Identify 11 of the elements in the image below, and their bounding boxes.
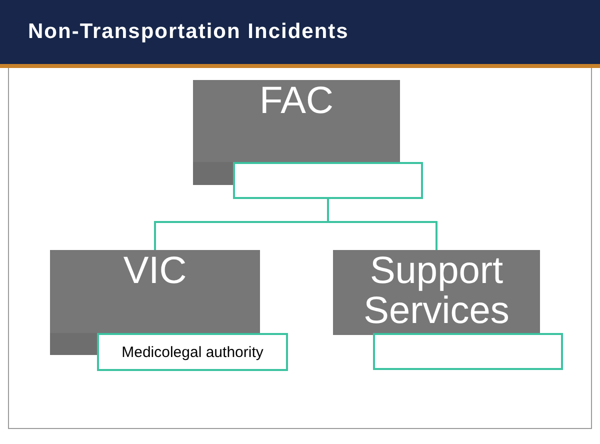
empty-role-box: [373, 333, 563, 370]
unit-label: Support Services: [362, 252, 510, 332]
org-box: [333, 250, 540, 335]
unit-label: VIC: [123, 252, 187, 292]
org-box: [50, 250, 260, 333]
slide-title: Non-Transportation Incidents: [28, 20, 349, 44]
role-box: [97, 333, 288, 371]
role-label: Medicolegal authority: [122, 344, 264, 360]
org-box: [193, 80, 400, 162]
empty-role-box: [233, 162, 423, 199]
unit-label: FAC: [260, 82, 334, 122]
